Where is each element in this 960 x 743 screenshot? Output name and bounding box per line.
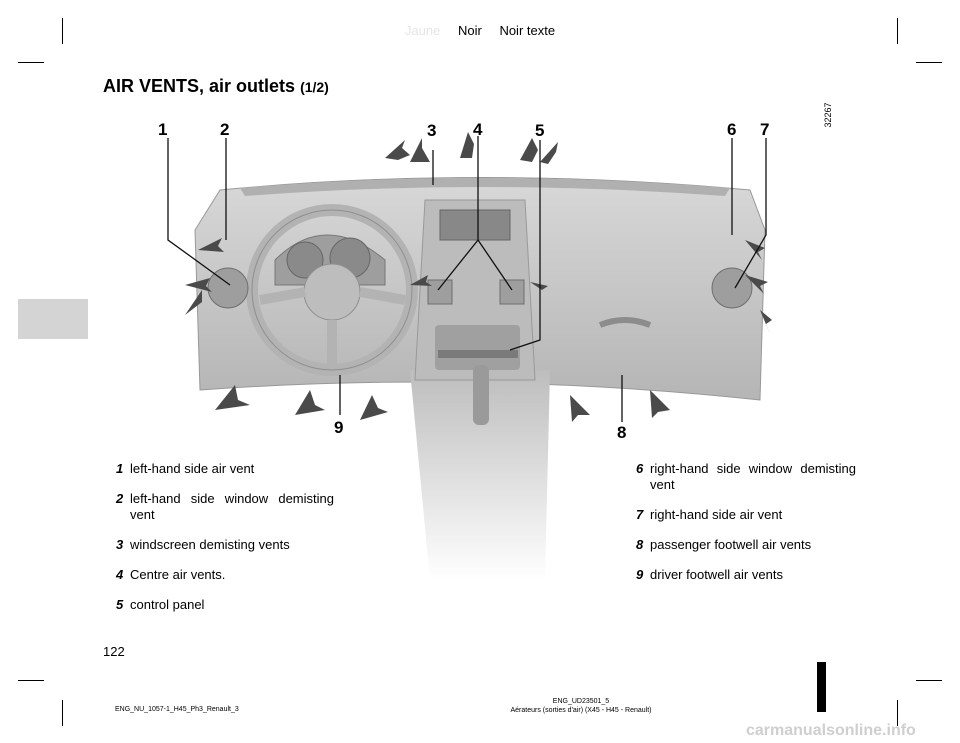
legend-item: 1 left-hand side air vent	[116, 461, 334, 477]
windscreen-vent-strip	[240, 178, 730, 196]
control-panel	[435, 325, 520, 370]
airflow-arrows	[185, 132, 772, 422]
crop-mark	[18, 62, 44, 63]
legend-num: 7	[636, 507, 644, 522]
legend-text: right-hand side air vent	[650, 507, 783, 522]
legend-text: driver footwell air vents	[650, 567, 783, 582]
crop-mark	[62, 18, 63, 44]
color-noir-texte-label: Noir texte	[499, 23, 556, 38]
callout-4: 4	[473, 120, 483, 139]
airflow-arrow	[530, 282, 548, 290]
page-number: 122	[103, 644, 125, 659]
legend-item: 7 right-hand side air vent	[636, 507, 856, 523]
legend-text: windscreen demisting vents	[130, 537, 290, 552]
gear-lever	[473, 365, 489, 425]
callout-9: 9	[334, 418, 344, 437]
legend-num: 8	[636, 537, 644, 552]
airflow-arrow	[385, 140, 410, 160]
legend-left: 1 left-hand side air vent 2 left-hand side…	[116, 461, 334, 627]
callout-2: 2	[220, 120, 230, 139]
legend-num: 6	[636, 461, 644, 476]
airflow-arrow	[760, 310, 772, 334]
airflow-arrow	[295, 390, 325, 415]
legend-text: control panel	[130, 597, 205, 612]
color-noir-label: Noir	[457, 23, 482, 38]
right-air-vent	[711, 267, 753, 309]
legend-text: right-hand side window demisting vent	[650, 461, 856, 492]
legend-num: 4	[116, 567, 124, 582]
legend-right: 6 right-hand side window demisting vent 7…	[636, 461, 856, 597]
airflow-arrow	[185, 278, 212, 292]
glovebox-handle	[598, 317, 652, 328]
callout-leader-lines	[167, 136, 767, 422]
legend-num: 2	[116, 491, 124, 506]
legend-text: left-hand side window demisting vent	[130, 491, 334, 522]
callout-8: 8	[617, 423, 627, 442]
legend-item: 8 passenger footwell air vents	[636, 537, 856, 553]
crop-mark	[916, 62, 942, 63]
airflow-arrow	[570, 395, 590, 422]
callout-7: 7	[760, 120, 770, 139]
legend-num: 1	[116, 461, 124, 476]
legend-item: 3 windscreen demisting vents	[116, 537, 334, 553]
airflow-arrow	[410, 275, 432, 286]
centre-air-vent-left	[427, 279, 453, 305]
callout-3: 3	[427, 121, 437, 140]
legend-num: 3	[116, 537, 124, 552]
airflow-arrow	[745, 275, 768, 294]
color-separation-header: Jaune Noir Noir texte	[0, 23, 960, 38]
centre-air-vent-right	[499, 279, 525, 305]
centre-display	[439, 209, 511, 241]
page-title-part: (1/2)	[300, 79, 329, 95]
airflow-arrow	[520, 138, 538, 162]
legend-text: left-hand side air vent	[130, 461, 255, 476]
airflow-arrow	[360, 395, 388, 420]
color-jaune-label: Jaune	[404, 23, 441, 38]
airflow-arrow	[650, 390, 670, 418]
legend-text: passenger footwell air vents	[650, 537, 812, 552]
legend-item: 4 Centre air vents.	[116, 567, 334, 583]
legend-item: 5 control panel	[116, 597, 334, 613]
legend-item: 6 right-hand side window demisting vent	[636, 461, 856, 493]
callout-6: 6	[727, 120, 737, 139]
crop-mark	[62, 700, 63, 726]
chapter-tab	[18, 299, 88, 339]
page-title-main: AIR VENTS, air outlets	[103, 76, 296, 96]
airflow-arrow	[540, 142, 558, 164]
airflow-arrow	[460, 132, 474, 158]
crop-mark	[897, 700, 898, 726]
callout-5: 5	[535, 121, 545, 140]
dashboard-illustration	[167, 132, 772, 580]
legend-num: 5	[116, 597, 124, 612]
airflow-arrow	[185, 290, 202, 315]
airflow-arrow	[745, 240, 765, 260]
airflow-arrow	[215, 385, 250, 410]
footer-right-code: ENG_UD23501_5 Aérateurs (sorties d'air) …	[481, 697, 681, 715]
watermark: carmanualsonline.info	[746, 722, 916, 739]
page-edge-bar	[817, 662, 826, 712]
crop-mark	[18, 680, 44, 681]
image-code: 32267	[823, 102, 833, 128]
airflow-arrow	[198, 238, 224, 252]
crop-mark	[916, 680, 942, 681]
legend-item: 9 driver footwell air vents	[636, 567, 856, 583]
footer-right-code-1: ENG_UD23501_5	[552, 698, 610, 705]
footer-right-code-2: Aérateurs (sorties d'air) (X45 - H45 - R…	[510, 707, 652, 714]
legend-num: 9	[636, 567, 644, 582]
airflow-arrow	[410, 138, 430, 162]
callout-1: 1	[158, 120, 168, 139]
crop-mark	[897, 18, 898, 44]
legend-item: 2 left-hand side window demisting vent	[116, 491, 334, 523]
page-title: AIR VENTS, air outlets (1/2)	[103, 76, 329, 97]
legend-text: Centre air vents.	[130, 567, 226, 582]
footer-left-code: ENG_NU_1057-1_H45_Ph3_Renault_3	[115, 706, 239, 713]
central-console	[410, 370, 550, 580]
